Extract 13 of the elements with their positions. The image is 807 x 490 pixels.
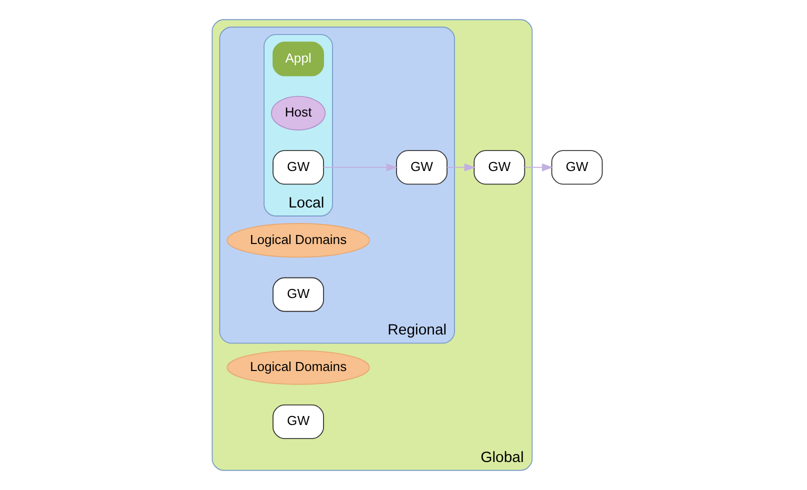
node-box: GW [474,150,526,185]
node-ellipse: Logical Domains [226,223,370,258]
node-box: GW [272,404,324,440]
node-box: GW [396,150,448,185]
node-ellipse: Host [270,96,326,130]
node-box: Appl [272,42,324,76]
arrow [446,163,476,172]
node-box: GW [272,150,324,185]
arrow [323,163,398,172]
node-box: GW [551,150,603,185]
node-ellipse: Logical Domains [226,350,370,385]
node-box: GW [272,277,324,312]
arrow [524,163,554,172]
